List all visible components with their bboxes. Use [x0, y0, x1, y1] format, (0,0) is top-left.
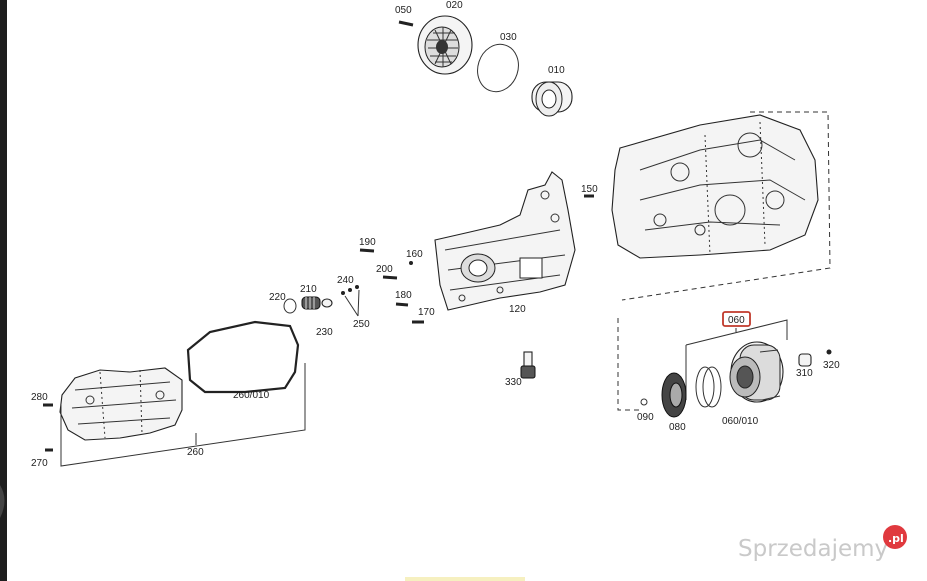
part-310-sleeve[interactable] [798, 353, 812, 367]
part-120-valve-body[interactable] [434, 171, 576, 311]
label-020: 020 [446, 0, 463, 11]
part-transmission-housing[interactable] [611, 114, 819, 259]
label-120: 120 [509, 304, 526, 315]
label-190: 190 [359, 237, 376, 248]
part-090-washer[interactable] [640, 398, 648, 406]
label-010: 010 [548, 65, 565, 76]
part-220-ring[interactable] [283, 298, 297, 314]
label-230: 230 [316, 327, 333, 338]
label-220: 220 [269, 292, 286, 303]
label-280: 280 [31, 392, 48, 403]
part-180-bolt[interactable] [395, 302, 409, 307]
label-150: 150 [581, 184, 598, 195]
label-310: 310 [796, 368, 813, 379]
part-260-010-gasket[interactable] [186, 320, 300, 394]
window-edge [0, 0, 7, 581]
label-330: 330 [505, 377, 522, 388]
part-080-disc[interactable] [661, 372, 687, 418]
callout-labels: 050 020 030 010 150 190 160 200 240 210 … [31, 0, 840, 469]
housing-guide-dash [621, 111, 831, 301]
part-060-pump-assembly[interactable] [729, 341, 784, 403]
part-240-pins[interactable] [341, 285, 359, 295]
label-170: 170 [418, 307, 435, 318]
part-010-bearing[interactable] [531, 81, 573, 117]
label-060: 060 [728, 315, 745, 326]
watermark-badge-text: .pl [888, 532, 904, 545]
part-320-plug[interactable] [826, 349, 832, 355]
label-320: 320 [823, 360, 840, 371]
part-060-010-o-rings[interactable] [695, 366, 722, 408]
part-020-impeller[interactable] [417, 15, 473, 75]
label-270: 270 [31, 458, 48, 469]
label-260: 260 [187, 447, 204, 458]
label-180: 180 [395, 290, 412, 301]
label-160: 160 [406, 249, 423, 260]
label-240: 240 [337, 275, 354, 286]
part-050-screw[interactable] [398, 20, 414, 27]
label-030: 030 [500, 32, 517, 43]
group-060-guide-dash [617, 318, 640, 411]
label-200: 200 [376, 264, 393, 275]
label-090: 090 [637, 412, 654, 423]
label-210: 210 [300, 284, 317, 295]
watermark-text: Sprzedajemy [738, 536, 888, 562]
group-260-bracket [60, 363, 306, 467]
part-230-seal[interactable] [321, 298, 333, 308]
label-260-010: 260/010 [233, 390, 270, 401]
small-fasteners [359, 248, 424, 324]
label-050: 050 [395, 5, 412, 16]
part-330-sensor[interactable] [520, 351, 536, 379]
part-160-pin[interactable] [409, 261, 413, 265]
part-190-bolt[interactable] [359, 248, 375, 253]
part-210-filter[interactable] [301, 296, 321, 310]
highlight-box-060[interactable] [722, 311, 751, 327]
window-edge-tab [0, 485, 5, 518]
watermark-badge [883, 525, 907, 549]
watermark: Sprzedajemy .pl [738, 525, 907, 562]
label-080: 080 [669, 422, 686, 433]
part-200-bolt[interactable] [382, 275, 398, 280]
label-250: 250 [353, 319, 370, 330]
part-260-oil-pan[interactable] [59, 367, 183, 441]
bottom-artifact [405, 577, 525, 581]
part-030-o-ring[interactable] [472, 39, 525, 97]
label-060-010: 060/010 [722, 416, 759, 427]
